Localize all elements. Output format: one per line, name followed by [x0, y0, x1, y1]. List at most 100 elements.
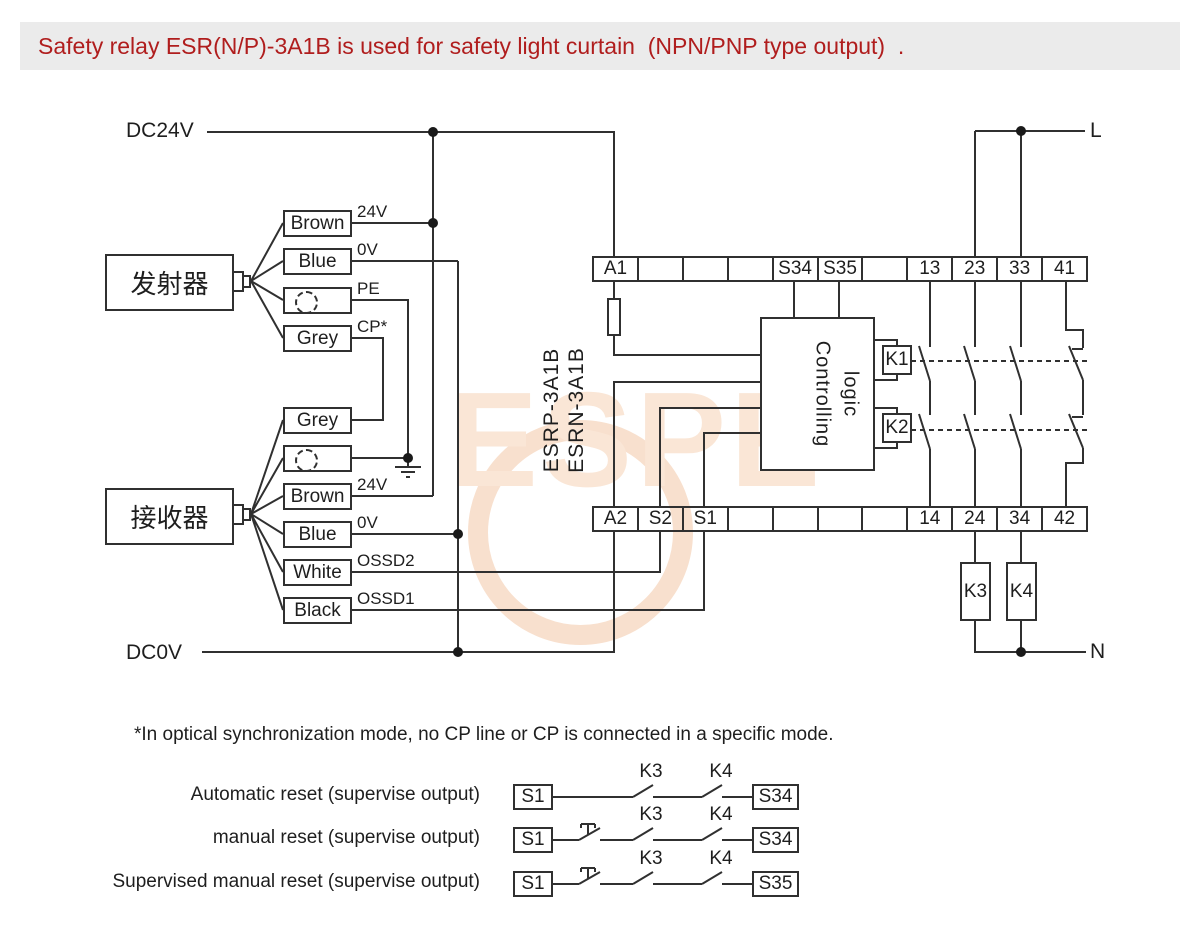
coil-k2-box	[882, 413, 912, 443]
wire-color-box	[283, 287, 352, 314]
relay-model-esrn: ESRN-3A1B	[565, 347, 588, 473]
terminal-13: 13	[906, 258, 951, 280]
wire-lines	[202, 130, 1087, 885]
transmitter-box: 发射器	[105, 254, 234, 311]
terminal-blank	[816, 508, 862, 530]
contactor-k3-box	[960, 562, 991, 621]
reset-mode-label: Supervised manual reset (supervise outpu…	[112, 871, 480, 892]
receiver-box: 接收器	[105, 488, 234, 545]
reset-target-box: S34	[752, 827, 799, 853]
terminal-blank	[861, 508, 906, 530]
coil-contact-dashed-links	[911, 360, 1087, 431]
terminal-S2: S2	[636, 508, 682, 530]
receiver-connector-pin	[242, 508, 251, 521]
terminal-blank	[771, 508, 817, 530]
terminal-A1: A1	[603, 258, 628, 279]
neutral-n-label: N	[1090, 640, 1106, 663]
wire-color-box: Brown	[283, 483, 352, 510]
dashed-circle-terminal-icon	[295, 449, 318, 472]
terminal-S34: S34	[771, 258, 817, 280]
reset-row-wire	[553, 823, 752, 841]
wire-color-box: Grey	[283, 407, 352, 434]
wire-color-label: Grey	[296, 409, 339, 431]
wire-color-box: Blue	[283, 521, 352, 548]
fuse-symbol	[607, 298, 621, 336]
wire-signal-tag: OSSD2	[357, 551, 415, 570]
dc24v-label: DC24V	[126, 119, 194, 142]
terminal-blank	[681, 258, 727, 280]
controlling-logic-label-line1: Controlling	[811, 340, 834, 448]
reset-mode-label: manual reset (supervise output)	[212, 827, 480, 848]
reset-s1-box: S1	[513, 871, 553, 897]
wire-signal-tag: 24V	[357, 475, 388, 494]
reset-target-box: S34	[752, 784, 799, 810]
terminal-blank	[726, 258, 772, 280]
contactor-k4-box	[1006, 562, 1037, 621]
dashed-circle-terminal-icon	[295, 291, 318, 314]
wire-color-label: White	[293, 561, 342, 583]
title-banner: Safety relay ESR(N/P)-3A1B is used for s…	[20, 22, 1180, 70]
terminal-blank	[636, 258, 682, 280]
terminal-S35: S35	[816, 258, 862, 280]
wire-color-label: Blue	[298, 523, 337, 545]
wire-signal-tag: 0V	[357, 513, 378, 532]
reset-row-wire	[553, 867, 752, 885]
wire-signal-tag: OSSD1	[357, 589, 415, 608]
reset-s1-box: S1	[513, 784, 553, 810]
reset-s1-box: S1	[513, 827, 553, 853]
wire-color-label: Grey	[296, 327, 339, 349]
coil-k1-label: K1	[885, 349, 909, 370]
terminal-34: 34	[996, 508, 1041, 530]
footnote: *In optical synchronization mode, no CP …	[134, 724, 834, 745]
reset-target-box: S35	[752, 871, 799, 897]
terminal-S1: S1	[681, 508, 727, 530]
transmitter-label: 发射器	[130, 269, 209, 299]
reset-k4-label: K4	[709, 848, 733, 869]
relay-model-esrp: ESRP-3A1B	[540, 347, 563, 473]
junction-dots	[403, 126, 1026, 657]
wire-signal-tag: PE	[357, 279, 380, 298]
terminal-blank	[861, 258, 906, 280]
controlling-logic-box	[760, 317, 875, 471]
transmitter-connector-pin	[242, 275, 251, 288]
reset-k3-label: K3	[639, 761, 663, 782]
contactor-k3-label: K3	[963, 580, 988, 602]
terminal-blank	[726, 508, 772, 530]
page-title: Safety relay ESR(N/P)-3A1B is used for s…	[38, 32, 905, 59]
receiver-label: 接收器	[130, 503, 209, 533]
wire-color-box: Black	[283, 597, 352, 624]
wire-color-box: White	[283, 559, 352, 586]
wire-color-label: Brown	[290, 212, 345, 234]
terminal-41: 41	[1041, 258, 1086, 280]
wire-color-box: Brown	[283, 210, 352, 237]
reset-k4-label: K4	[709, 804, 733, 825]
terminal-14: 14	[906, 508, 951, 530]
wire-signal-tag: 24V	[357, 202, 388, 221]
reset-circuit-wires	[553, 784, 752, 885]
terminal-42: 42	[1041, 508, 1086, 530]
controlling-logic-label-line2: logic	[839, 370, 862, 418]
reset-k3-label: K3	[639, 804, 663, 825]
wire-color-label: Black	[294, 599, 341, 621]
wire-color-box	[283, 445, 352, 472]
dc0v-label: DC0V	[126, 641, 183, 664]
terminal-33: 33	[996, 258, 1041, 280]
wire-color-label: Brown	[290, 485, 345, 507]
reset-k4-label: K4	[709, 761, 733, 782]
coil-k2-label: K2	[885, 417, 909, 438]
wire-signal-tag: CP*	[357, 317, 388, 336]
reset-row-wire	[553, 784, 752, 798]
reset-mode-label: Automatic reset (supervise output)	[190, 784, 480, 805]
wire-color-box: Blue	[283, 248, 352, 275]
contactor-k4-label: K4	[1009, 580, 1034, 602]
wire-color-box: Grey	[283, 325, 352, 352]
terminal-A2: A2	[603, 508, 628, 529]
coil-k1-box	[882, 345, 912, 375]
component-bodies	[229, 271, 1037, 621]
wire-color-label: Blue	[298, 250, 337, 272]
terminal-24: 24	[951, 508, 996, 530]
